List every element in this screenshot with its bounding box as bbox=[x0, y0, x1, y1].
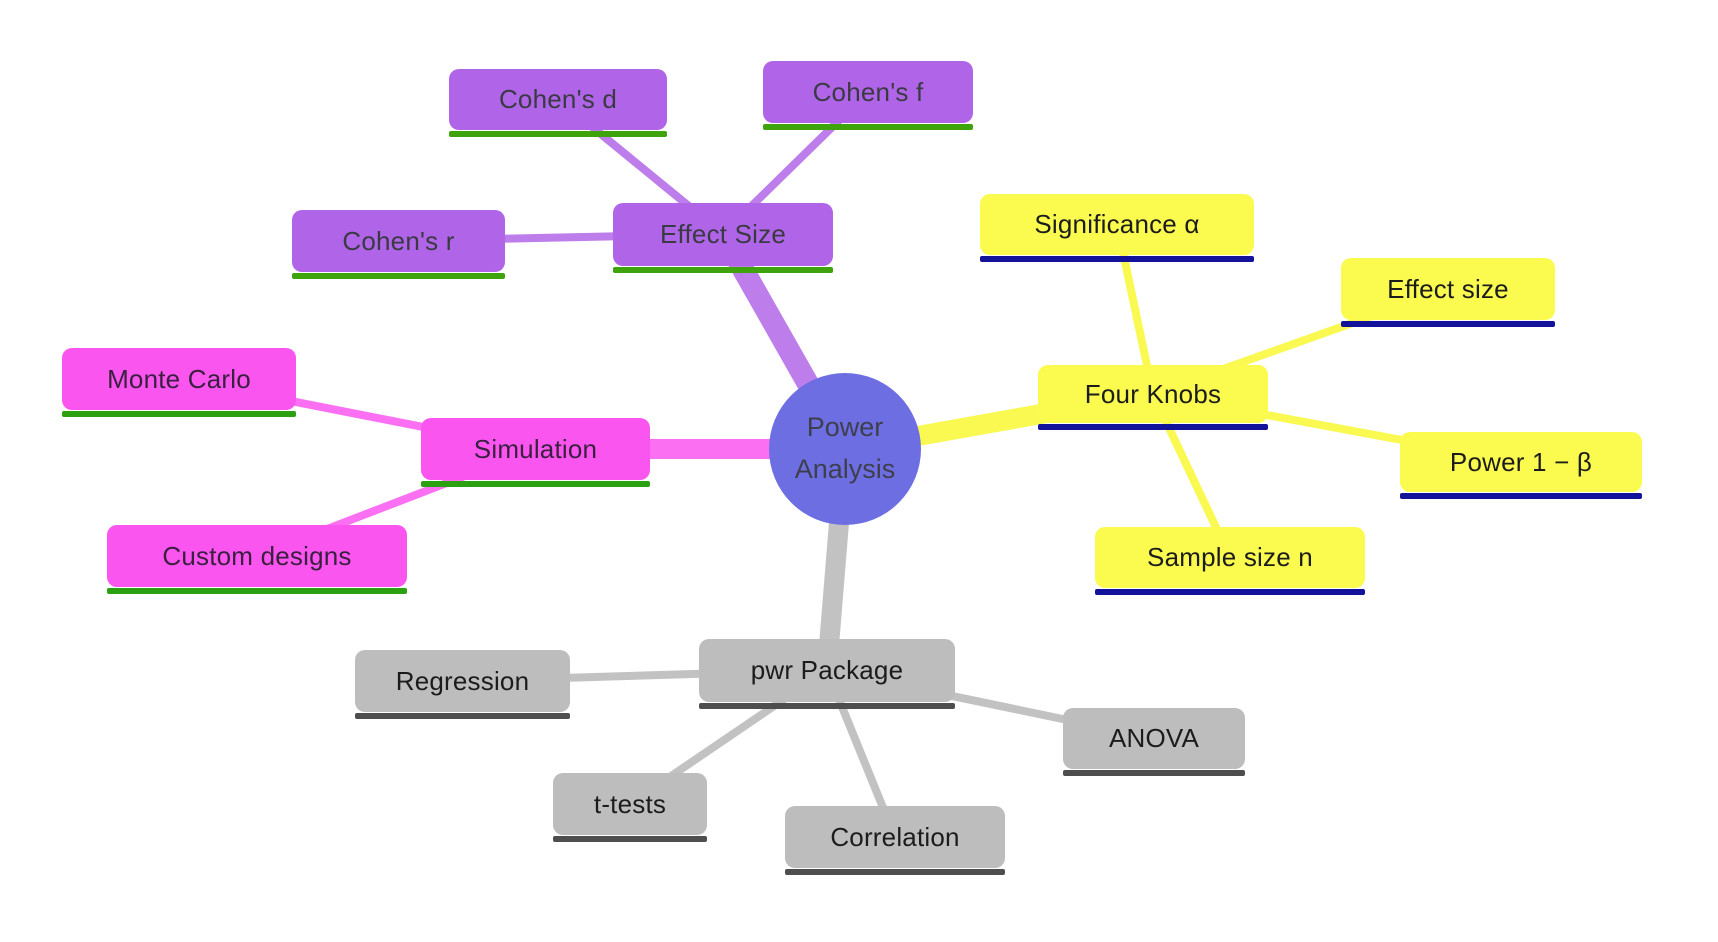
node-label: Cohen's d bbox=[498, 84, 618, 114]
node-monte-carlo[interactable]: Monte Carlo bbox=[62, 348, 296, 417]
node-power-analysis-center[interactable]: Power Analysis bbox=[769, 373, 921, 525]
node-label: Correlation bbox=[830, 821, 960, 852]
node-four-knobs-hub[interactable]: Four Knobs bbox=[1038, 365, 1268, 430]
node-label: Significance α bbox=[1034, 209, 1200, 239]
node-custom-designs[interactable]: Custom designs bbox=[107, 525, 407, 594]
node-label: Cohen's r bbox=[342, 225, 455, 256]
node-label: Sample size n bbox=[1147, 542, 1313, 572]
node-simulation-hub[interactable]: Simulation bbox=[421, 418, 650, 487]
node-label: Custom designs bbox=[162, 540, 352, 571]
node-label: ANOVA bbox=[1108, 723, 1200, 753]
node-effect-size-leaf[interactable]: Effect size bbox=[1341, 258, 1555, 327]
node-label: Power 1 − β bbox=[1449, 446, 1593, 477]
node-sample-size-n[interactable]: Sample size n bbox=[1095, 527, 1365, 595]
node-effect-size-hub[interactable]: Effect Size bbox=[613, 203, 833, 273]
node-label: Simulation bbox=[473, 433, 598, 464]
node-label: Monte Carlo bbox=[107, 363, 251, 394]
node-regression[interactable]: Regression bbox=[355, 650, 570, 719]
node-label: Regression bbox=[395, 665, 530, 696]
node-label: Four Knobs bbox=[1084, 378, 1222, 409]
node-correlation[interactable]: Correlation bbox=[785, 806, 1005, 875]
node-cohens-f[interactable]: Cohen's f bbox=[763, 61, 973, 130]
node-anova[interactable]: ANOVA bbox=[1063, 708, 1245, 776]
center-label-line2: Analysis bbox=[794, 454, 896, 484]
node-significance-alpha[interactable]: Significance α bbox=[980, 194, 1254, 262]
node-cohens-d[interactable]: Cohen's d bbox=[449, 69, 667, 137]
node-cohens-r[interactable]: Cohen's r bbox=[292, 210, 505, 279]
center-label-line1: Power bbox=[806, 412, 884, 443]
node-label: Effect size bbox=[1387, 273, 1509, 304]
node-label: pwr Package bbox=[750, 655, 904, 685]
node-label: t-tests bbox=[593, 788, 667, 819]
node-t-tests[interactable]: t-tests bbox=[553, 773, 707, 842]
node-label: Effect Size bbox=[659, 219, 786, 249]
node-label: Cohen's f bbox=[812, 76, 924, 107]
node-pwr-package-hub[interactable]: pwr Package bbox=[699, 639, 955, 709]
node-power-1-minus-beta[interactable]: Power 1 − β bbox=[1400, 432, 1642, 499]
